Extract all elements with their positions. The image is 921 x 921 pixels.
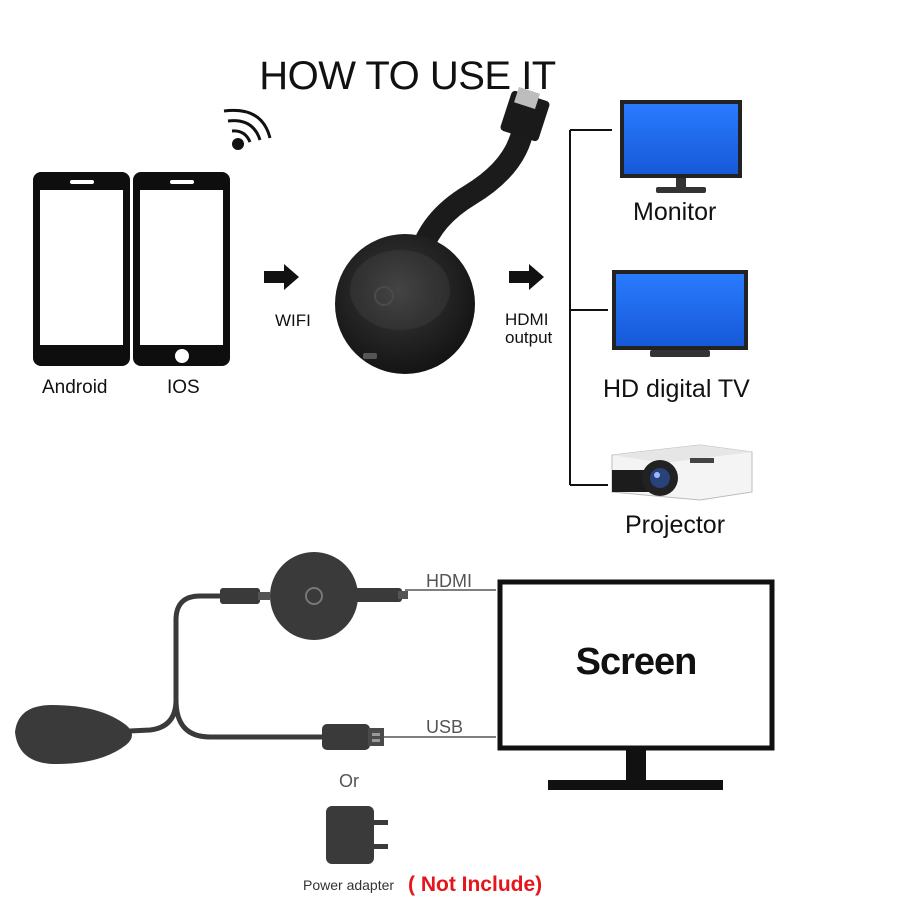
ios-phone-icon (133, 172, 230, 366)
usb-label: USB (426, 717, 464, 737)
not-include-label: ( Not Include) (408, 873, 543, 896)
wifi-receiver-icon (15, 705, 132, 765)
ios-label: IOS (167, 377, 200, 398)
dongle-bottom-icon (270, 552, 408, 640)
power-adapter-icon (326, 806, 388, 864)
hdmi-label: HDMI (426, 571, 472, 591)
android-phone-icon (33, 172, 130, 366)
usb-plug-icon (322, 724, 384, 750)
screen-monitor-icon (497, 579, 775, 790)
monitor-label: Monitor (633, 198, 717, 226)
power-adapter-label: Power adapter (303, 877, 395, 893)
screen-label: Screen (575, 641, 698, 683)
monitor-icon (620, 100, 742, 193)
wifi-icon (223, 108, 272, 150)
tv-label: HD digital TV (603, 375, 750, 403)
hdmi-output-label-line2: output (505, 328, 553, 347)
output-bracket (569, 129, 612, 486)
projector-label: Projector (625, 511, 726, 539)
wifi-label: WIFI (275, 311, 311, 330)
page-title: HOW TO USE IT (259, 54, 556, 98)
projector-icon (611, 444, 753, 501)
tv-icon (612, 270, 748, 357)
arrow-right-icon (264, 264, 299, 290)
micro-usb-connector-icon (220, 588, 270, 604)
cable-icon (107, 593, 329, 740)
hdmi-output-label-line1: HDMI (505, 310, 549, 329)
android-label: Android (42, 377, 108, 398)
connection-lines (383, 589, 496, 738)
arrow-right-icon (509, 264, 544, 290)
or-label: Or (339, 771, 359, 791)
dongle-device-icon (335, 86, 550, 374)
